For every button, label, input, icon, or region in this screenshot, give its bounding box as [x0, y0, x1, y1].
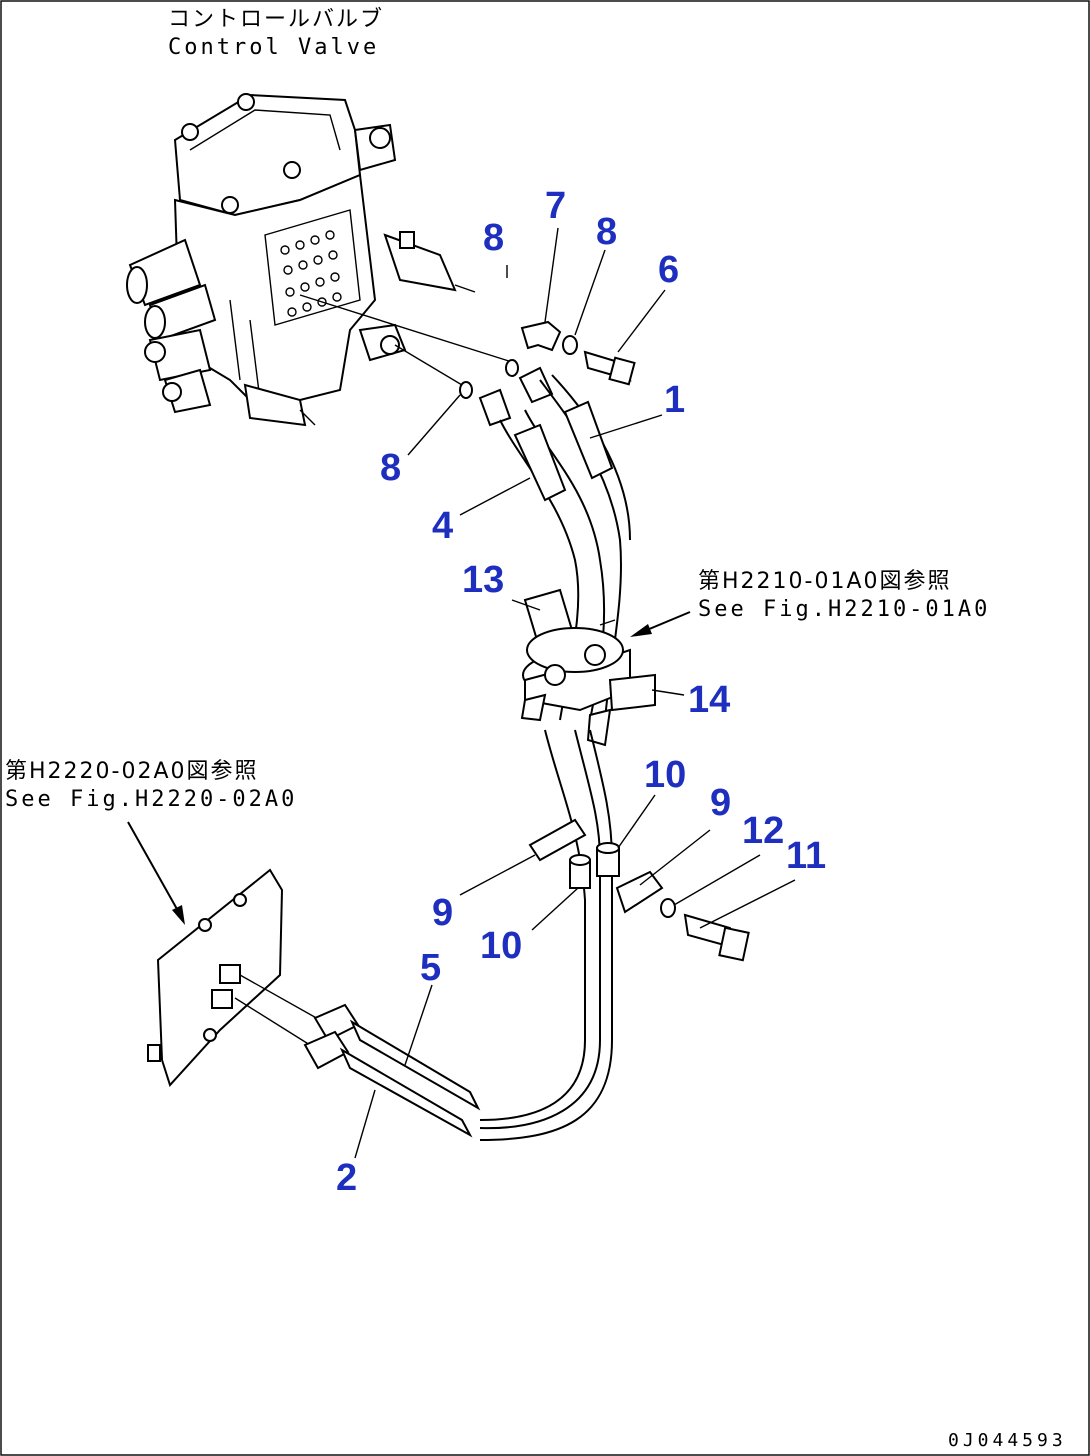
callout-7: 8 [596, 211, 617, 253]
control-valve-label-jp: コントロールバルブ [168, 7, 384, 32]
callout-9-right: 9 [710, 782, 731, 824]
callout-9-left: 9 [432, 892, 453, 934]
hose-sleeve-4 [349, 1019, 481, 1111]
callout-13: 13 [462, 559, 504, 601]
callout-14: 14 [688, 679, 730, 721]
callout-6: 6 [658, 249, 679, 291]
callout-8-upper: 8 [483, 217, 504, 259]
reference-1-en: See Fig.H2210-01A0 [698, 597, 990, 622]
callout-1: 1 [664, 379, 685, 421]
washer-12 [660, 898, 676, 918]
o-ring-upper [505, 359, 519, 377]
callout-10-right: 10 [644, 754, 686, 796]
callout-2: 2 [336, 1157, 357, 1199]
reference-2-jp: 第H2220-02A0図参照 [5, 759, 259, 784]
clip-9-left [528, 818, 587, 862]
reference-2-en: See Fig.H2220-02A0 [5, 787, 297, 812]
control-valve-label-en: Control Valve [168, 35, 379, 60]
callout-11: 11 [786, 835, 826, 877]
clamp-assembly [520, 588, 656, 747]
pedal-bracket [147, 868, 284, 1087]
callout-4: 5 [420, 947, 441, 989]
callout-10-left: 10 [480, 925, 522, 967]
callout-5: 7 [545, 185, 566, 227]
clip-9-right [615, 870, 664, 914]
control-valve-drawing [126, 93, 476, 427]
reference-1-jp: 第H2210-01A0図参照 [698, 569, 952, 594]
callout-3: 4 [432, 505, 453, 547]
callout-8-lower: 8 [380, 447, 401, 489]
hose-sleeve-2 [339, 1047, 473, 1138]
hose-sleeve-1 [563, 400, 614, 480]
o-ring-lower [459, 381, 473, 399]
callout-12: 12 [742, 810, 784, 852]
split-flange [520, 320, 562, 352]
hose-sleeve-3 [513, 423, 567, 502]
washer-7 [562, 335, 578, 355]
drawing-code: 0J044593 [948, 1430, 1067, 1451]
